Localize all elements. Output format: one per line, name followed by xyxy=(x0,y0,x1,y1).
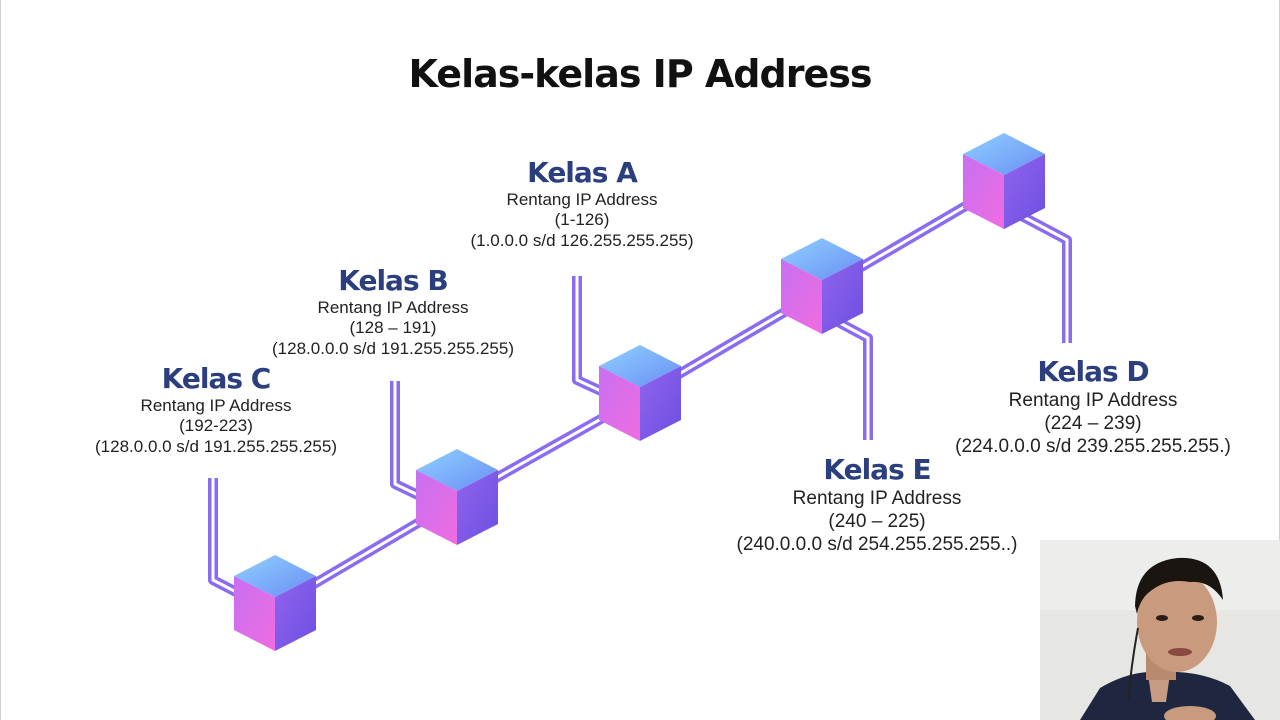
class-b-label: Kelas B Rentang IP Address (128 – 191) (… xyxy=(243,264,543,360)
class-c-cube xyxy=(234,555,316,651)
class-d-pipe xyxy=(1015,209,1072,343)
presenter-image xyxy=(1040,540,1280,720)
class-a-addresses: (1.0.0.0 s/d 126.255.255.255) xyxy=(470,231,694,251)
class-e-caption: Rentang IP Address xyxy=(792,487,962,509)
class-e-pipe-highlight xyxy=(837,320,870,440)
class-b-cube xyxy=(416,449,498,545)
class-a-name: Kelas A xyxy=(527,156,638,189)
class-e-addresses: (240.0.0.0 s/d 254.255.255.255..) xyxy=(736,533,1018,555)
class-e-label: Kelas E Rentang IP Address (240 – 225) (… xyxy=(697,453,1057,556)
class-d-range: (224 – 239) xyxy=(1044,412,1142,434)
class-d-name: Kelas D xyxy=(1037,355,1149,388)
class-e-pipe xyxy=(835,317,873,440)
class-e-range: (240 – 225) xyxy=(828,510,926,532)
class-a-caption: Rentang IP Address xyxy=(506,189,658,209)
class-b-pipe-highlight xyxy=(393,381,421,498)
class-b-caption: Rentang IP Address xyxy=(317,297,469,317)
class-b-name: Kelas B xyxy=(338,264,448,297)
slide-title: Kelas-kelas IP Address xyxy=(408,52,873,96)
cube-nodes xyxy=(234,133,1045,651)
class-b-range: (128 – 191) xyxy=(349,318,437,338)
presenter-webcam-overlay xyxy=(1040,540,1280,720)
class-c-addresses: (128.0.0.0 s/d 191.255.255.255) xyxy=(95,437,337,457)
class-a-cube xyxy=(599,345,681,441)
class-a-pipe-highlight xyxy=(575,276,604,394)
class-a-label: Kelas A Rentang IP Address (1-126) (1.0.… xyxy=(432,156,732,252)
class-a-range: (1-126) xyxy=(554,210,610,230)
class-d-caption: Rentang IP Address xyxy=(1008,389,1178,411)
class-c-name: Kelas C xyxy=(161,362,272,395)
class-d-cube xyxy=(963,133,1045,229)
class-e-cube xyxy=(781,238,863,334)
frame-border-left xyxy=(0,0,1,720)
class-d-label: Kelas D Rentang IP Address (224 – 239) (… xyxy=(913,355,1273,458)
class-d-addresses: (224.0.0.0 s/d 239.255.255.255.) xyxy=(955,435,1231,457)
class-c-range: (192-223) xyxy=(179,416,253,436)
class-c-label: Kelas C Rentang IP Address (192-223) (12… xyxy=(66,362,366,458)
class-c-caption: Rentang IP Address xyxy=(140,395,292,415)
class-b-addresses: (128.0.0.0 s/d 191.255.255.255) xyxy=(272,339,514,359)
class-c-pipe-highlight xyxy=(211,478,241,596)
class-d-pipe-highlight xyxy=(1017,212,1069,343)
class-e-name: Kelas E xyxy=(823,453,931,486)
